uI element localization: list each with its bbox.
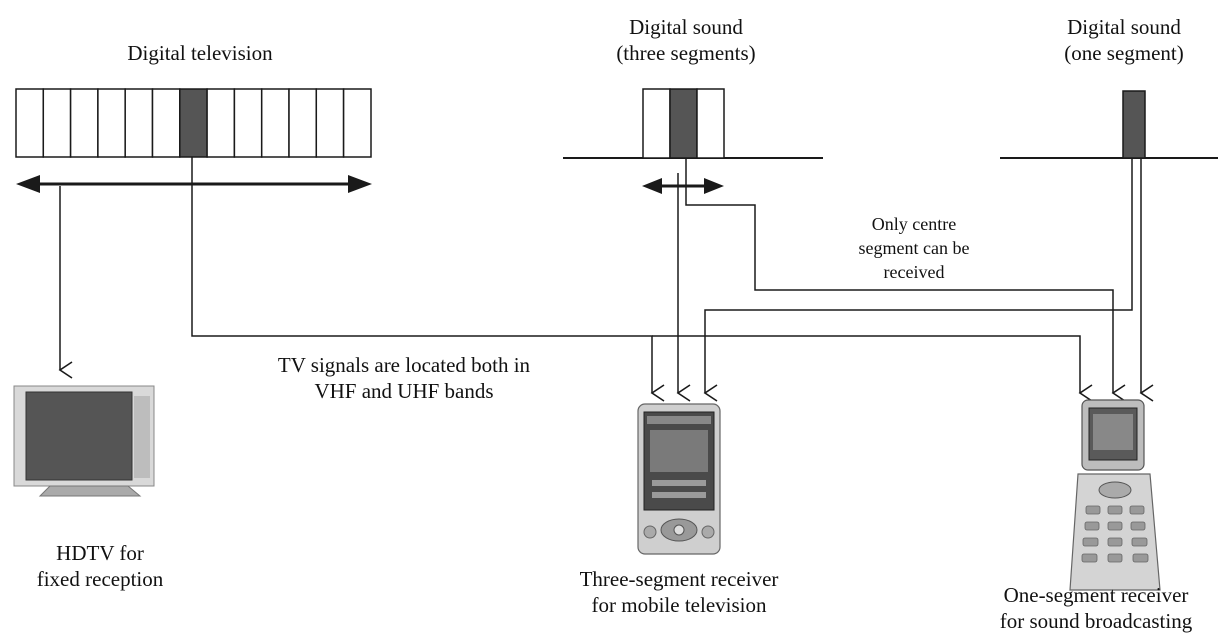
tv-segment bbox=[69, 88, 99, 158]
tv-segment bbox=[288, 88, 318, 158]
tv-segment bbox=[151, 88, 181, 158]
annotation-centre-segment: Only centre segment can be received bbox=[858, 214, 970, 282]
caption-three-segment-receiver: Three-segment receiver for mobile televi… bbox=[579, 567, 779, 617]
tv-segment bbox=[15, 88, 45, 158]
caption-one-segment-receiver: One-segment receiver for sound broadcast… bbox=[999, 583, 1193, 633]
tv-segment bbox=[42, 88, 72, 158]
pda-device-icon bbox=[637, 403, 721, 555]
path-three-centre-to-one bbox=[685, 158, 1126, 402]
flip-phone-icon bbox=[1069, 399, 1161, 591]
path-tv-centre-to-one bbox=[652, 335, 1093, 402]
path-one-to-three bbox=[703, 158, 1133, 402]
one-segment-block bbox=[1000, 90, 1218, 159]
sound-one-segment bbox=[1122, 90, 1146, 159]
path-tv-centre-to-three bbox=[191, 157, 665, 402]
heading-digital-sound-three: Digital sound (three segments) bbox=[616, 15, 756, 65]
annotation-tv-bands: TV signals are located both in VHF and U… bbox=[277, 353, 531, 403]
three-segment-block bbox=[563, 88, 823, 159]
tv-segment bbox=[206, 88, 236, 158]
tv-bandwidth-arrow bbox=[16, 175, 372, 193]
tv-segment bbox=[260, 88, 290, 158]
sound-segment-centre bbox=[669, 88, 698, 159]
sound-segment bbox=[696, 88, 725, 159]
signal-paths bbox=[58, 157, 1154, 402]
tv-segment bbox=[233, 88, 263, 158]
tv-segment-centre bbox=[179, 88, 208, 158]
heading-digital-television: Digital television bbox=[127, 41, 273, 65]
caption-hdtv: HDTV for fixed reception bbox=[36, 541, 164, 591]
three-segment-bandwidth-arrow bbox=[642, 178, 724, 194]
tv-segment bbox=[124, 88, 154, 158]
heading-digital-sound-one: Digital sound (one segment) bbox=[1064, 15, 1184, 65]
sound-segment bbox=[642, 88, 671, 159]
hdtv-icon bbox=[13, 385, 155, 497]
tv-segment bbox=[315, 88, 345, 158]
tv-segment bbox=[342, 88, 372, 158]
tv-segment-bar bbox=[15, 88, 372, 158]
tv-segment bbox=[97, 88, 126, 158]
